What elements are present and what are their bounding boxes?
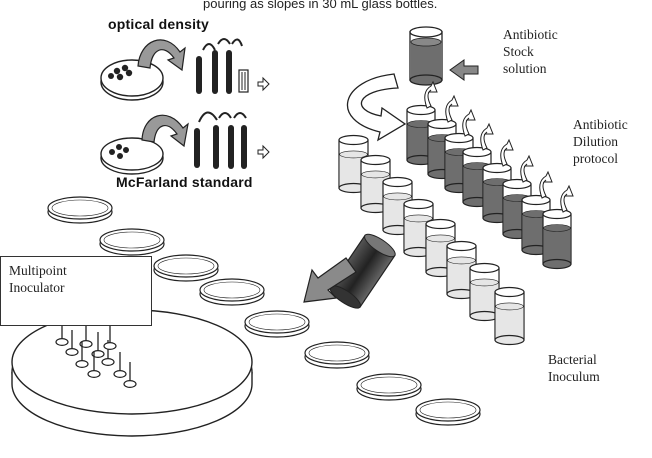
inoculator-pin [65, 330, 79, 357]
transfer-arrow [480, 122, 494, 151]
inoculator-pin [91, 332, 105, 359]
dilution-series [406, 80, 574, 270]
inoculator-pin [87, 352, 101, 379]
stock-to-dilution-arrow [346, 73, 407, 142]
transfer-arrow [539, 170, 553, 199]
od-tubes [196, 38, 249, 94]
agar-plate [356, 373, 422, 401]
agar-plates [47, 196, 481, 426]
agar-plate [415, 398, 481, 426]
optical-density-panel [100, 38, 270, 101]
stock-arrow [449, 59, 479, 81]
mcfarland-tubes [194, 111, 247, 169]
transfer-arrow [424, 80, 438, 109]
transfer-arrow [500, 138, 514, 167]
dilution-tube [542, 208, 572, 270]
inoculator-plate [11, 309, 253, 437]
inoculum-tube [494, 286, 525, 346]
transfer-arrow [560, 184, 574, 213]
multipoint-inoculator-box: Multipoint Inoculator [0, 256, 152, 326]
multipoint-inoculator-label: Multipoint Inoculator [9, 263, 67, 295]
agar-plate [304, 341, 370, 369]
optical-density-label: optical density [108, 16, 210, 32]
inoculator-pin [123, 362, 137, 389]
agar-plate [153, 254, 219, 282]
bacterial-inoculum-label: Bacterial Inoculum [548, 352, 600, 384]
source-plate-top [100, 59, 164, 101]
inoculator-pins [55, 320, 137, 389]
transfer-arrow-top [137, 39, 186, 72]
agar-plate [199, 278, 265, 306]
mcfarland-panel [100, 111, 270, 175]
inoculator-pin [101, 340, 115, 367]
mcfarland-standard-label: McFarland standard [116, 174, 253, 190]
antibiotic-dilution-label: Antibiotic Dilution protocol [573, 117, 628, 166]
inoculator-pin [103, 324, 117, 351]
stock-bottle [409, 26, 443, 86]
pouring-bottle [329, 233, 396, 309]
transfer-arrow [462, 108, 476, 137]
source-plate-bottom [100, 137, 164, 175]
agar-plate [47, 196, 113, 224]
figure-caption: pouring as slopes in 30 mL glass bottles… [203, 0, 438, 11]
agar-plate [99, 228, 165, 256]
antibiotic-stock-label: Antibiotic Stock solution [503, 27, 558, 76]
transfer-arrow [445, 94, 459, 123]
inoculator-pin [113, 352, 127, 379]
inoculum-series [338, 134, 525, 346]
transfer-arrow [520, 154, 534, 183]
pour-arrow [303, 257, 357, 303]
small-arrow-bottom [257, 144, 270, 160]
small-arrow-top [257, 76, 270, 92]
transfer-arrow-bottom [141, 114, 189, 148]
inoculator-pin [75, 342, 89, 369]
agar-plate [244, 310, 310, 338]
